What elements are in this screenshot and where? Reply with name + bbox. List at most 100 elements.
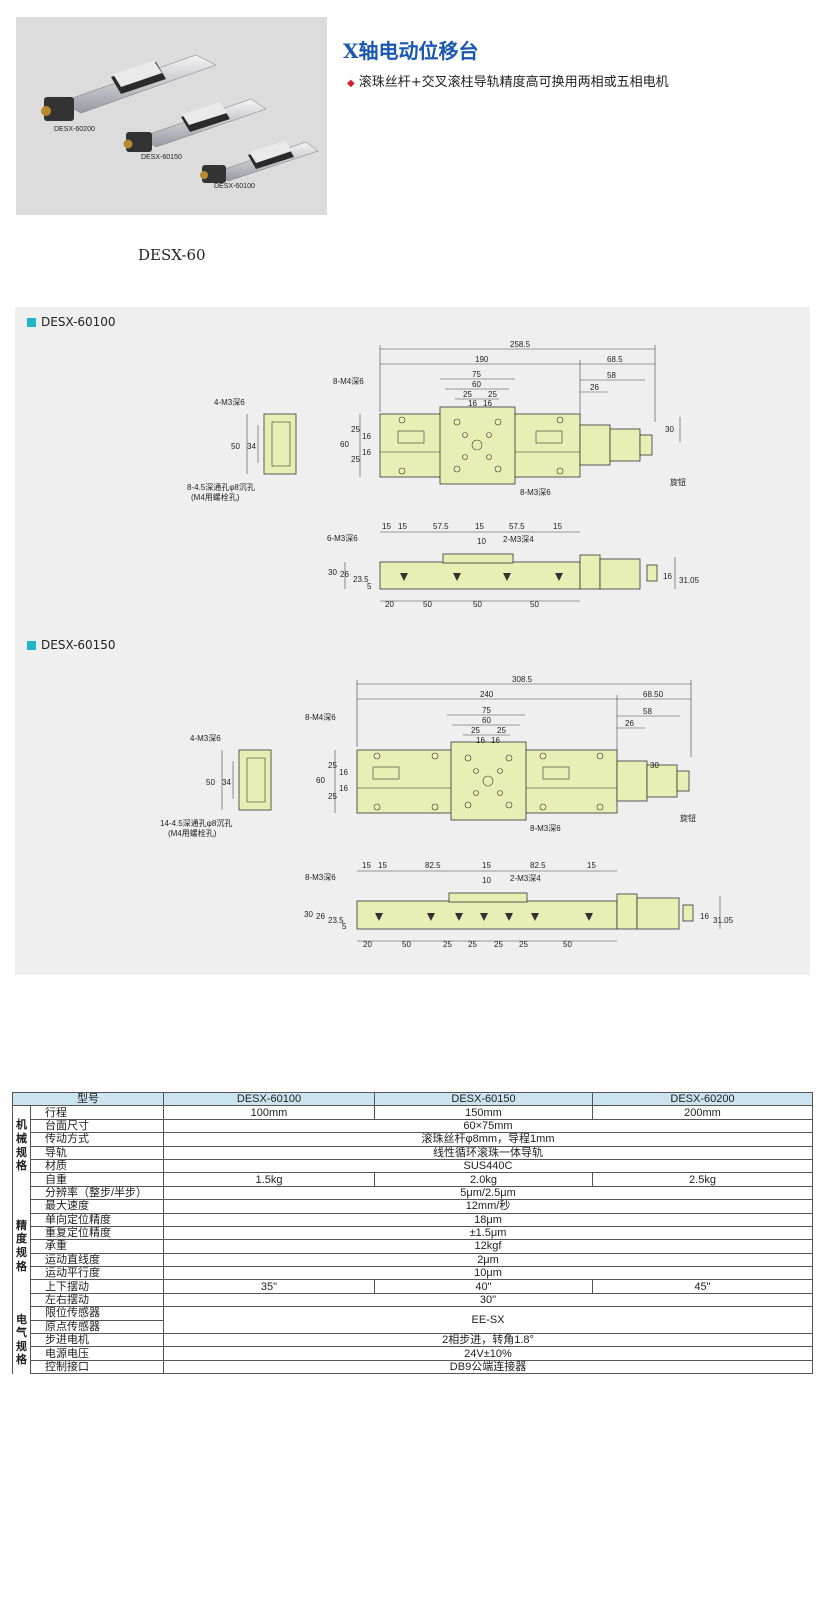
feature-line: ◆滚珠丝杆+交叉滚柱导轨精度高可换用两相或五相电机	[347, 71, 669, 90]
side-b50a: 50	[423, 600, 432, 609]
spec-item: 原点传感器	[12, 1319, 164, 1335]
spec-item-label: 承重	[45, 1240, 67, 1253]
side-v23: 23.5	[328, 916, 344, 925]
section-square-icon	[27, 317, 36, 327]
dim-v25a: 25	[351, 425, 360, 434]
table-row: 精度规格分辨率（整步/半步）5μm/2.5μm	[12, 1185, 813, 1308]
side-b25a: 25	[443, 940, 452, 949]
spec-item: 机械规格行程	[12, 1105, 164, 1187]
spec-value: EE-SX	[163, 1306, 813, 1335]
motor-block	[646, 764, 678, 798]
table-row: 重复定位精度±1.5μm	[12, 1225, 813, 1241]
dim-v16b: 16	[362, 448, 371, 457]
spec-item-label: 单向定位精度	[45, 1213, 111, 1226]
dim-16b: 16	[483, 399, 492, 408]
spec-item-label: 运动平行度	[45, 1267, 100, 1280]
holes-m3-label: 8-M3深6	[530, 824, 561, 833]
dim-v30: 30	[650, 761, 659, 770]
end-v50: 50	[231, 442, 240, 451]
side-b25c: 25	[494, 940, 503, 949]
spec-item-label: 导轨	[45, 1146, 67, 1159]
spec-item: 台面尺寸	[12, 1118, 164, 1134]
header-60200: DESX-60200	[592, 1091, 813, 1107]
dim-25b: 25	[488, 390, 497, 399]
top-view-carriage	[450, 741, 527, 821]
spec-item-label: 材质	[45, 1160, 67, 1173]
side-v16: 16	[700, 912, 709, 921]
header-60150: DESX-60150	[374, 1091, 593, 1107]
spec-item-label: 电源电压	[45, 1347, 89, 1360]
photo-label-60100: DESX-60100	[214, 183, 255, 190]
spec-item: 步进电机	[12, 1333, 164, 1348]
side-d15a: 15	[382, 522, 391, 531]
section-label-60150: DESX-60150	[27, 638, 116, 652]
dim-v30: 30	[665, 425, 674, 434]
spec-item: 材质	[12, 1158, 164, 1174]
section-label-text: DESX-60100	[41, 315, 116, 329]
photo-label-60200: DESX-60200	[54, 126, 95, 133]
side-d15c: 15	[475, 522, 484, 531]
dim-v25b: 25	[351, 455, 360, 464]
spec-value: 60×75mm	[163, 1118, 813, 1134]
dim-motor-inner: 58	[643, 707, 652, 716]
dim-motor-inner: 58	[607, 371, 616, 380]
page-title: X轴电动位移台	[343, 39, 479, 63]
side-d82b: 82.5	[530, 861, 546, 870]
spec-item: 单向定位精度	[12, 1212, 164, 1227]
dim-16a: 16	[468, 399, 477, 408]
dim-motor-offset: 26	[590, 383, 599, 392]
spec-value: 10μm	[163, 1266, 813, 1281]
spec-value: 200mm	[592, 1105, 813, 1120]
spec-value: 30"	[163, 1292, 813, 1308]
spec-item: 控制接口	[12, 1359, 164, 1375]
stage-60200	[41, 54, 217, 121]
dim-25a: 25	[463, 390, 472, 399]
table-row: 材质 SUS440C	[12, 1158, 813, 1174]
side-v31: 31.05	[679, 576, 700, 585]
spec-value: SUS440C	[163, 1158, 813, 1174]
drawing-60150: 308.5 240 68.50 58 26 75 60 25 25 16 16 …	[160, 675, 734, 949]
stage-60150	[123, 98, 267, 152]
spec-value: 35"	[163, 1279, 375, 1294]
dim-length: 190	[475, 355, 489, 364]
dim-v60: 60	[316, 776, 325, 785]
spec-value: 45"	[592, 1279, 813, 1294]
spec-value: ±1.5μm	[163, 1225, 813, 1241]
spec-item: 电气规格限位传感器	[12, 1306, 164, 1375]
spec-item: 传动方式	[12, 1132, 164, 1147]
dim-v16a: 16	[362, 432, 371, 441]
spec-item: 电源电压	[12, 1346, 164, 1361]
dim-v16b: 16	[339, 784, 348, 793]
end-v50: 50	[206, 778, 215, 787]
spec-item: 运动直线度	[12, 1252, 164, 1268]
bullet-icon: ◆	[347, 78, 355, 89]
dim-v16a: 16	[339, 768, 348, 777]
spec-value: 100mm	[163, 1105, 375, 1120]
dim-25a: 25	[471, 726, 480, 735]
section-label-60100: DESX-60100	[27, 315, 116, 329]
spec-value: 2.5kg	[592, 1172, 813, 1187]
dim-length: 240	[480, 690, 494, 699]
spec-item-label: 行程	[45, 1106, 67, 1119]
spec-value: 2.0kg	[374, 1172, 593, 1187]
stage-60100	[200, 141, 319, 183]
dim-motor-offset: 26	[625, 719, 634, 728]
product-photo: DESX-60200 DESX-60150 DESX-60100	[16, 17, 327, 215]
knob-label: 旋钮	[670, 477, 686, 487]
side-b20: 20	[363, 940, 372, 949]
spec-item: 重复定位精度	[12, 1225, 164, 1241]
side-d15d: 15	[587, 861, 596, 870]
spec-value: 40"	[374, 1279, 593, 1294]
spec-item-label: 左右摆动	[45, 1294, 89, 1307]
side-b50b: 50	[473, 600, 482, 609]
knob	[639, 434, 653, 456]
side-b50a: 50	[402, 940, 411, 949]
spec-item: 最大速度	[12, 1199, 164, 1214]
spec-value: 线性循环滚珠一体导轨	[163, 1145, 813, 1160]
spec-value: DB9公端连接器	[163, 1359, 813, 1375]
